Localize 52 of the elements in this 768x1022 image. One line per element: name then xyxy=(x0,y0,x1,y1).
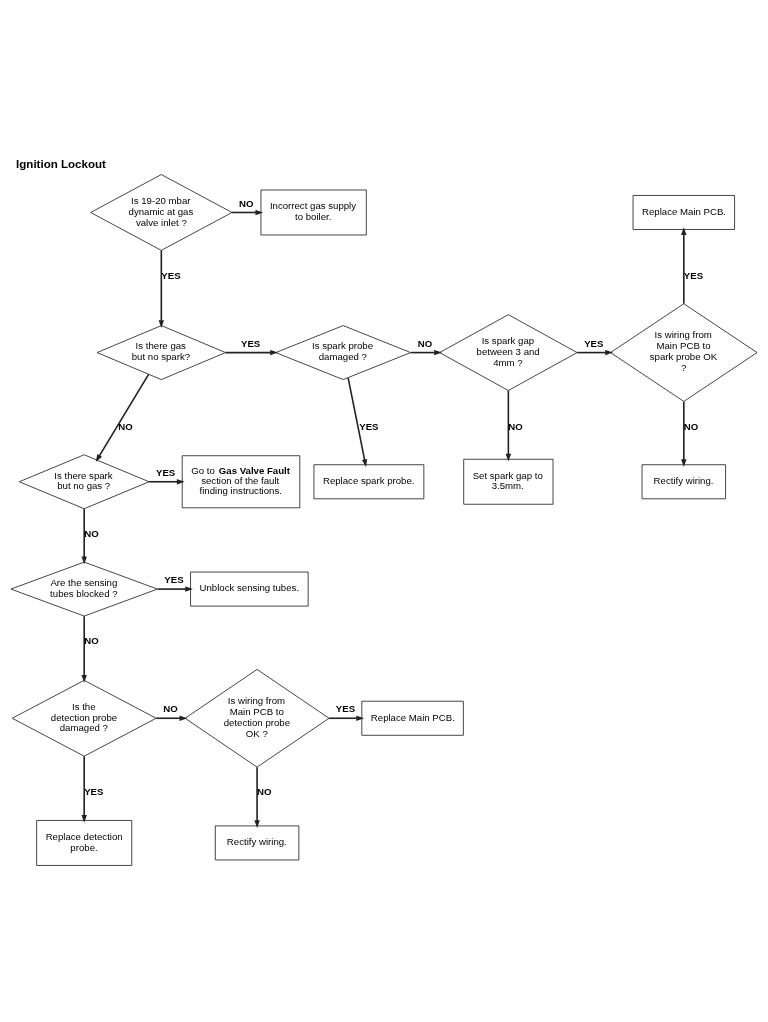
arrow xyxy=(148,479,185,485)
node-box: Replace detection probe. xyxy=(36,820,133,866)
edge-label: NO xyxy=(683,420,699,432)
edge-label: YES xyxy=(164,574,184,586)
edge-label: NO xyxy=(84,528,99,540)
arrow xyxy=(681,227,687,305)
arrow xyxy=(224,349,278,356)
diagram-title: Ignition Lockout xyxy=(16,157,106,170)
arrow xyxy=(254,766,260,829)
arrow xyxy=(347,377,368,468)
node-diamond: Is spark probe damaged ? xyxy=(275,325,412,380)
node-box: Unblock sensing tubes. xyxy=(190,571,309,607)
node-box: Rectify wiring. xyxy=(641,464,726,500)
node-box: Replace spark probe. xyxy=(313,464,425,500)
node-diamond: Are the sensing tubes blocked ? xyxy=(10,561,158,617)
edge-label: YES xyxy=(683,269,704,281)
edge-label: NO xyxy=(239,197,254,209)
edge-label: NO xyxy=(508,420,523,432)
arrow xyxy=(81,755,87,823)
arrow xyxy=(95,373,150,463)
node-diamond: Is there gas but no spark? xyxy=(96,325,226,380)
node-diamond: Is wiring from Main PCB to detection probe OK ? xyxy=(184,669,330,768)
edge-label: NO xyxy=(84,635,99,647)
edge-label: NO xyxy=(163,703,178,715)
node-diamond: Is 19-20 mbar dynamic at gas valve inlet ? xyxy=(90,174,233,251)
edge-label: NO xyxy=(417,337,433,349)
node-box: Replace Main PCB. xyxy=(632,195,735,230)
arrow xyxy=(328,715,365,721)
node-diamond: Is spark gap between 3 and 4mm ? xyxy=(439,314,578,391)
arrow xyxy=(81,508,87,565)
edge-label: YES xyxy=(584,337,604,349)
edge-label: YES xyxy=(359,420,379,432)
arrow xyxy=(231,209,264,216)
node-box: Incorrect gas supply to boiler. xyxy=(260,189,367,236)
node-diamond: Is wiring from Main PCB to spark probe OK ? xyxy=(610,303,758,402)
edge-label: YES xyxy=(335,703,356,715)
edge-label: NO xyxy=(118,420,133,432)
arrow xyxy=(158,249,165,328)
edge-label: YES xyxy=(241,337,261,349)
arrow xyxy=(505,389,512,462)
arrow xyxy=(155,715,188,721)
edge-label: YES xyxy=(156,466,176,478)
node-box: Set spark gap to 3.5mm. xyxy=(463,458,554,505)
node-diamond: Is the detection probe damaged ? xyxy=(11,679,157,757)
node-box: Go to Gas Valve Fault section of the fault finding instructions. xyxy=(181,455,301,509)
arrow xyxy=(156,586,193,592)
arrow xyxy=(410,349,442,356)
arrow xyxy=(81,615,87,683)
arrow xyxy=(681,400,687,468)
arrow xyxy=(576,349,613,356)
node-box: Replace Main PCB. xyxy=(361,700,464,736)
node-box: Rectify wiring. xyxy=(214,825,300,861)
